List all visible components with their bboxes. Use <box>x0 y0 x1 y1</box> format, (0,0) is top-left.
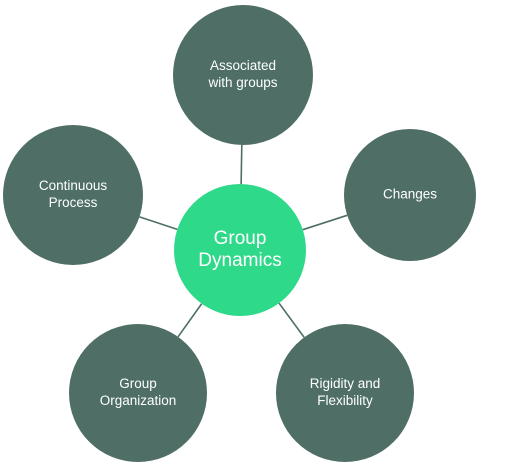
node-circle-rigidity-and-flexibility <box>276 324 414 462</box>
center-circle <box>174 184 306 316</box>
node-label-group-organization-line-2: Organization <box>100 393 177 408</box>
node-circle-changes <box>344 129 476 261</box>
node-changes: Changes <box>344 129 476 261</box>
center-label-line-2: Dynamics <box>198 250 281 271</box>
connector-lines <box>139 144 348 338</box>
connector-group-organization <box>177 303 203 338</box>
node-circle-associated-with-groups <box>173 5 313 145</box>
node-label-continuous-process-line-2: Process <box>49 195 98 210</box>
node-label-group-organization-line-1: Group <box>119 376 157 391</box>
node-associated-with-groups: Associated with groups <box>173 5 313 145</box>
connector-associated-with-groups <box>240 144 243 185</box>
node-label-rigidity-and-flexibility-line-1: Rigidity and <box>310 376 381 391</box>
node-circle-continuous-process <box>3 125 143 265</box>
connector-changes <box>302 214 348 231</box>
center-label-line-1: Group <box>214 228 267 249</box>
node-label-rigidity-and-flexibility-line-2: Flexibility <box>317 393 373 408</box>
node-label-changes-line-1: Changes <box>383 187 437 202</box>
node-label-continuous-process-line-1: Continuous <box>39 178 108 193</box>
connector-rigidity-and-flexibility <box>278 302 305 338</box>
node-label-associated-with-groups-line-1: Associated <box>210 58 276 73</box>
node-circle-group-organization <box>69 324 207 462</box>
connector-continuous-process <box>139 216 178 231</box>
node-label-associated-with-groups-line-2: with groups <box>207 75 277 90</box>
